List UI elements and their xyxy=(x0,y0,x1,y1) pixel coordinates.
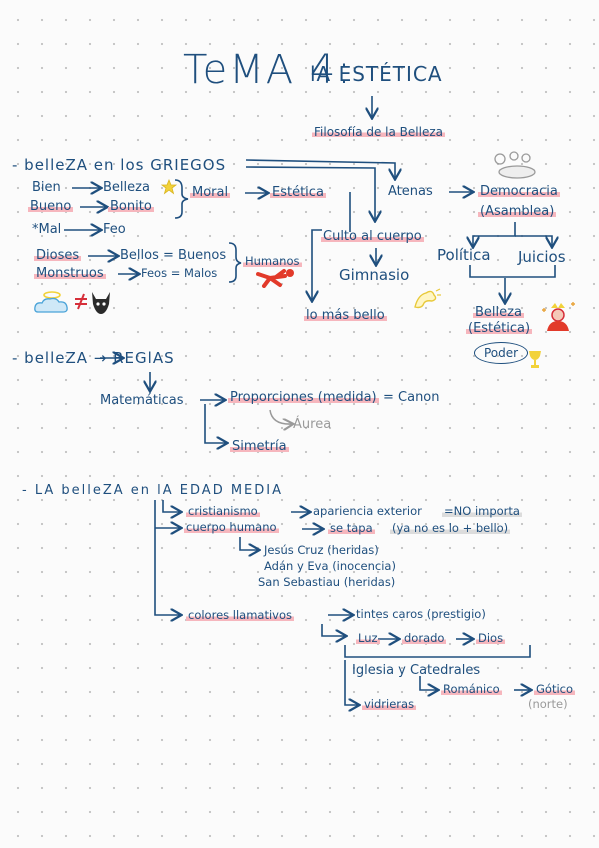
humanos-label: Humanos xyxy=(243,254,302,268)
bonito-label: Bonito xyxy=(108,199,154,214)
bellos-buenos-label: Bellos = Buenos xyxy=(120,248,227,263)
se-tapa-label: se tapa xyxy=(328,521,375,535)
politica-label: Política xyxy=(437,246,491,264)
sebastian-label: San Sebastiau (heridas) xyxy=(258,575,396,589)
luz-label: Luz xyxy=(356,631,380,645)
proporciones-label: Proporciones (medida) xyxy=(228,390,379,405)
romanico-label: Románico xyxy=(441,682,502,696)
not-equal-icon xyxy=(75,293,87,310)
simetria-label: Simetría xyxy=(230,439,289,454)
crowd-icon xyxy=(494,151,536,179)
canon-label: = Canon xyxy=(383,390,440,405)
poder-badge: Poder xyxy=(474,342,529,364)
crowned-woman-icon xyxy=(542,302,575,331)
section-reglas-heading: - belleZA → REGlAS xyxy=(12,349,175,367)
feo-label: Feo xyxy=(103,222,126,237)
section-edad-media-heading: - LA belleZA en lA EDAD MEDIA xyxy=(22,483,283,498)
estetica-final-label: (Estética) xyxy=(466,321,533,336)
colores-label: colores llamativos xyxy=(186,608,295,622)
culto-label: Culto al cuerpo xyxy=(321,229,424,244)
bien-label: Bien xyxy=(32,180,61,195)
monstruos-label: Monstruos xyxy=(34,266,106,281)
cuerpo-humano-label: cuerpo humano xyxy=(184,520,279,534)
dios-label: Dios xyxy=(476,631,506,645)
cloud-halo-icon xyxy=(34,291,68,313)
lo-mas-bello-label: lo más bello xyxy=(304,308,387,323)
tintes-label: tintes caros (prestigio) xyxy=(356,607,486,621)
belleza-label: Belleza xyxy=(103,180,150,195)
vidrieras-label: vidrieras xyxy=(362,697,417,711)
running-human-icon xyxy=(256,269,294,288)
filosofia-label: Filosofía de la Belleza xyxy=(312,125,445,139)
juicios-label: Juicios xyxy=(518,248,566,266)
moral-label: Moral xyxy=(190,185,231,200)
atenas-label: Atenas xyxy=(388,184,433,199)
iglesia-label: Iglesia y Catedrales xyxy=(352,663,481,678)
gotico-label: Gótico xyxy=(534,682,576,696)
adan-label: Adán y Eva (inocencia) xyxy=(264,559,396,573)
aurea-label: Áurea xyxy=(293,417,332,432)
apariencia-label: apariencia exterior xyxy=(313,504,422,518)
mal-label: *Mal xyxy=(32,222,62,237)
matematicas-label: Matemáticas xyxy=(100,393,184,408)
dorado-label: dorado xyxy=(402,631,447,645)
page-title: TeMA 4: xyxy=(183,47,353,93)
star-icon xyxy=(161,179,177,195)
devil-mask-icon xyxy=(92,292,110,314)
belleza-final-label: Belleza xyxy=(473,305,524,320)
jesus-label: Jesús Cruz (heridas) xyxy=(264,543,379,557)
cristianismo-label: cristianismo xyxy=(186,504,260,518)
estetica-label: Estética xyxy=(270,185,326,200)
gimnasio-label: Gimnasio xyxy=(339,266,410,284)
asamblea-label: (Asamblea) xyxy=(478,204,557,219)
feos-malos-label: Feos = Malos xyxy=(141,266,218,280)
dioses-label: Dioses xyxy=(34,248,82,263)
no-es-bello-label: (ya no es lo + bello) xyxy=(390,521,511,535)
page-subtitle: lA ESTÉTICA xyxy=(310,62,443,86)
no-importa-label: =NO importa xyxy=(442,504,522,518)
section-griegos-heading: - belleZA en los GRIEGOS xyxy=(12,156,227,174)
norte-label: (norte) xyxy=(528,697,568,711)
trophy-icon xyxy=(529,351,541,368)
democracia-label: Democracia xyxy=(478,184,560,199)
flexed-arm-icon xyxy=(414,288,441,309)
bueno-label: Bueno xyxy=(28,199,74,214)
